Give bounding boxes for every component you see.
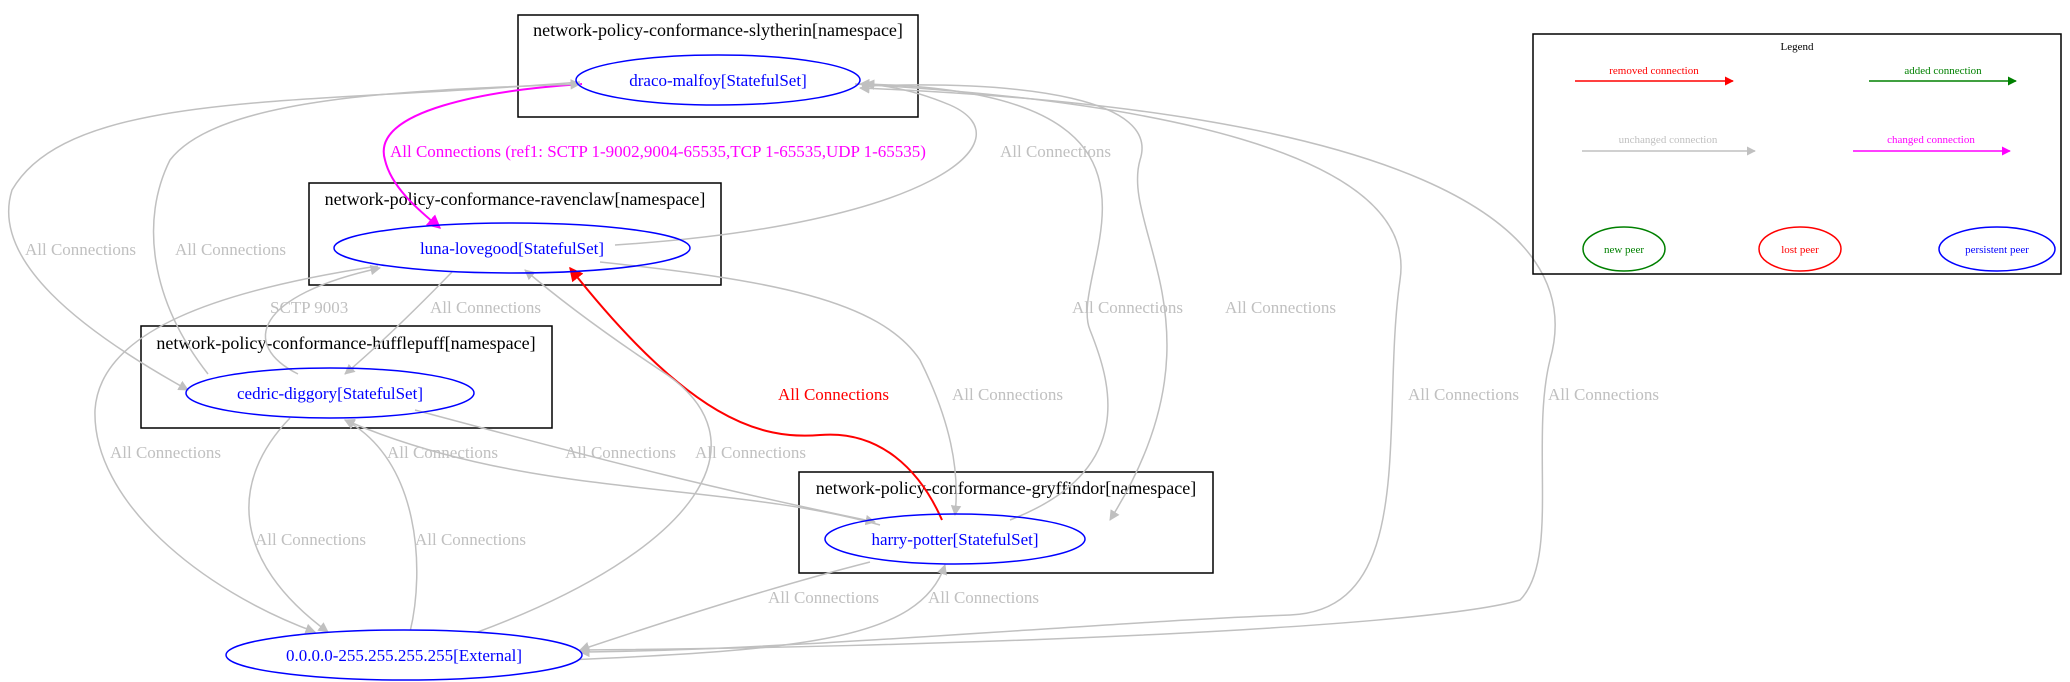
node-harry-potter-label: harry-potter[StatefulSet] xyxy=(871,530,1038,549)
edge-luna-to-harry xyxy=(599,261,962,517)
namespace-gryffindor-label: network-policy-conformance-gryffindor[na… xyxy=(816,478,1197,498)
namespace-slytherin: network-policy-conformance-slytherin[nam… xyxy=(517,14,919,118)
namespace-hufflepuff: network-policy-conformance-hufflepuff[na… xyxy=(140,325,553,429)
edge-label-external-to-luna: All Connections xyxy=(695,443,806,462)
edge-label-cedric-to-luna: SCTP 9003 xyxy=(270,298,348,317)
edge-external-to-harry xyxy=(564,564,947,661)
node-external-label: 0.0.0.0-255.255.255.255[External] xyxy=(286,646,522,665)
legend-added-connection-label: added connection xyxy=(1904,65,1982,77)
edge-harry-to-draco xyxy=(858,78,1109,521)
edge-label-luna-to-draco: All Connections xyxy=(1000,142,1111,161)
namespace-hufflepuff-label: network-policy-conformance-hufflepuff[na… xyxy=(156,333,535,353)
edge-label-luna-to-external: All Connections xyxy=(110,443,221,462)
edge-cedric-to-draco xyxy=(152,79,582,375)
edge-cedric-to-luna xyxy=(264,264,382,375)
legend-lost-peer-label: lost peer xyxy=(1781,244,1819,256)
edge-external-to-draco xyxy=(579,83,1556,651)
edge-label-cedric-to-harry: All Connections xyxy=(565,443,676,462)
edge-label-draco-to-harry: All Connections xyxy=(1072,298,1183,317)
edge-label-draco-to-luna: All Connections (ref1: SCTP 1-9002,9004-… xyxy=(390,142,926,161)
node-draco-malfoy[interactable]: draco-malfoy[StatefulSet] xyxy=(575,54,861,106)
edge-draco-to-external xyxy=(578,83,1402,658)
edge-external-to-luna xyxy=(474,269,712,634)
edge-draco-to-luna xyxy=(382,83,583,229)
namespace-ravenclaw-label: network-policy-conformance-ravenclaw[nam… xyxy=(325,189,706,209)
legend-persistent-peer-node xyxy=(1938,226,2056,272)
edge-harry-to-external xyxy=(579,561,871,652)
edge-cedric-to-external xyxy=(248,417,329,633)
edge-label-draco-to-external: All Connections xyxy=(1408,385,1519,404)
legend: Legend removed connection added connecti… xyxy=(1532,33,2062,275)
edge-luna-to-draco xyxy=(614,79,977,246)
edge-label-harry-to-external: All Connections xyxy=(768,588,879,607)
node-external[interactable]: 0.0.0.0-255.255.255.255[External] xyxy=(225,629,583,681)
edge-label-external-to-draco: All Connections xyxy=(1548,385,1659,404)
node-luna-lovegood-label: luna-lovegood[StatefulSet] xyxy=(420,239,604,258)
node-cedric-diggory-label: cedric-diggory[StatefulSet] xyxy=(237,384,423,403)
edge-label-harry-to-cedric: All Connections xyxy=(387,443,498,462)
edge-cedric-to-harry xyxy=(414,409,877,526)
edge-label-harry-to-draco: All Connections xyxy=(1225,298,1336,317)
edge-label-external-to-cedric: All Connections xyxy=(415,530,526,549)
edge-label-luna-to-cedric: All Connections xyxy=(430,298,541,317)
edge-draco-to-harry xyxy=(861,84,1168,521)
namespace-slytherin-label: network-policy-conformance-slytherin[nam… xyxy=(533,20,903,40)
edge-label-cedric-to-external: All Connections xyxy=(255,530,366,549)
node-harry-potter[interactable]: harry-potter[StatefulSet] xyxy=(824,513,1086,565)
edge-external-to-cedric xyxy=(344,419,418,633)
edge-label-cedric-to-draco: All Connections xyxy=(175,240,286,259)
edge-label-draco-to-cedric: All Connections xyxy=(25,240,136,259)
edge-label-harry-to-luna: All Connections xyxy=(778,385,889,404)
legend-new-peer-node xyxy=(1582,226,1666,272)
node-luna-lovegood[interactable]: luna-lovegood[StatefulSet] xyxy=(333,222,691,274)
edge-luna-to-cedric xyxy=(344,271,453,375)
node-cedric-diggory[interactable]: cedric-diggory[StatefulSet] xyxy=(185,367,475,419)
legend-changed-connection-label: changed connection xyxy=(1887,134,1975,146)
edge-harry-to-luna xyxy=(569,266,943,521)
namespace-ravenclaw: network-policy-conformance-ravenclaw[nam… xyxy=(308,182,722,286)
edge-label-luna-to-harry: All Connections xyxy=(952,385,1063,404)
legend-persistent-peer-label: persistent peer xyxy=(1965,244,2029,256)
legend-unchanged-connection-label: unchanged connection xyxy=(1619,134,1718,146)
legend-new-peer-label: new peer xyxy=(1604,244,1644,256)
edge-harry-to-cedric xyxy=(344,418,881,526)
namespace-gryffindor: network-policy-conformance-gryffindor[na… xyxy=(798,471,1214,574)
node-draco-malfoy-label: draco-malfoy[StatefulSet] xyxy=(629,71,807,90)
legend-lost-peer-node xyxy=(1758,226,1842,272)
edge-label-external-to-harry: All Connections xyxy=(928,588,1039,607)
edge-luna-to-external xyxy=(94,265,379,634)
legend-title: Legend xyxy=(1781,41,1814,53)
legend-removed-connection-label: removed connection xyxy=(1609,65,1699,77)
